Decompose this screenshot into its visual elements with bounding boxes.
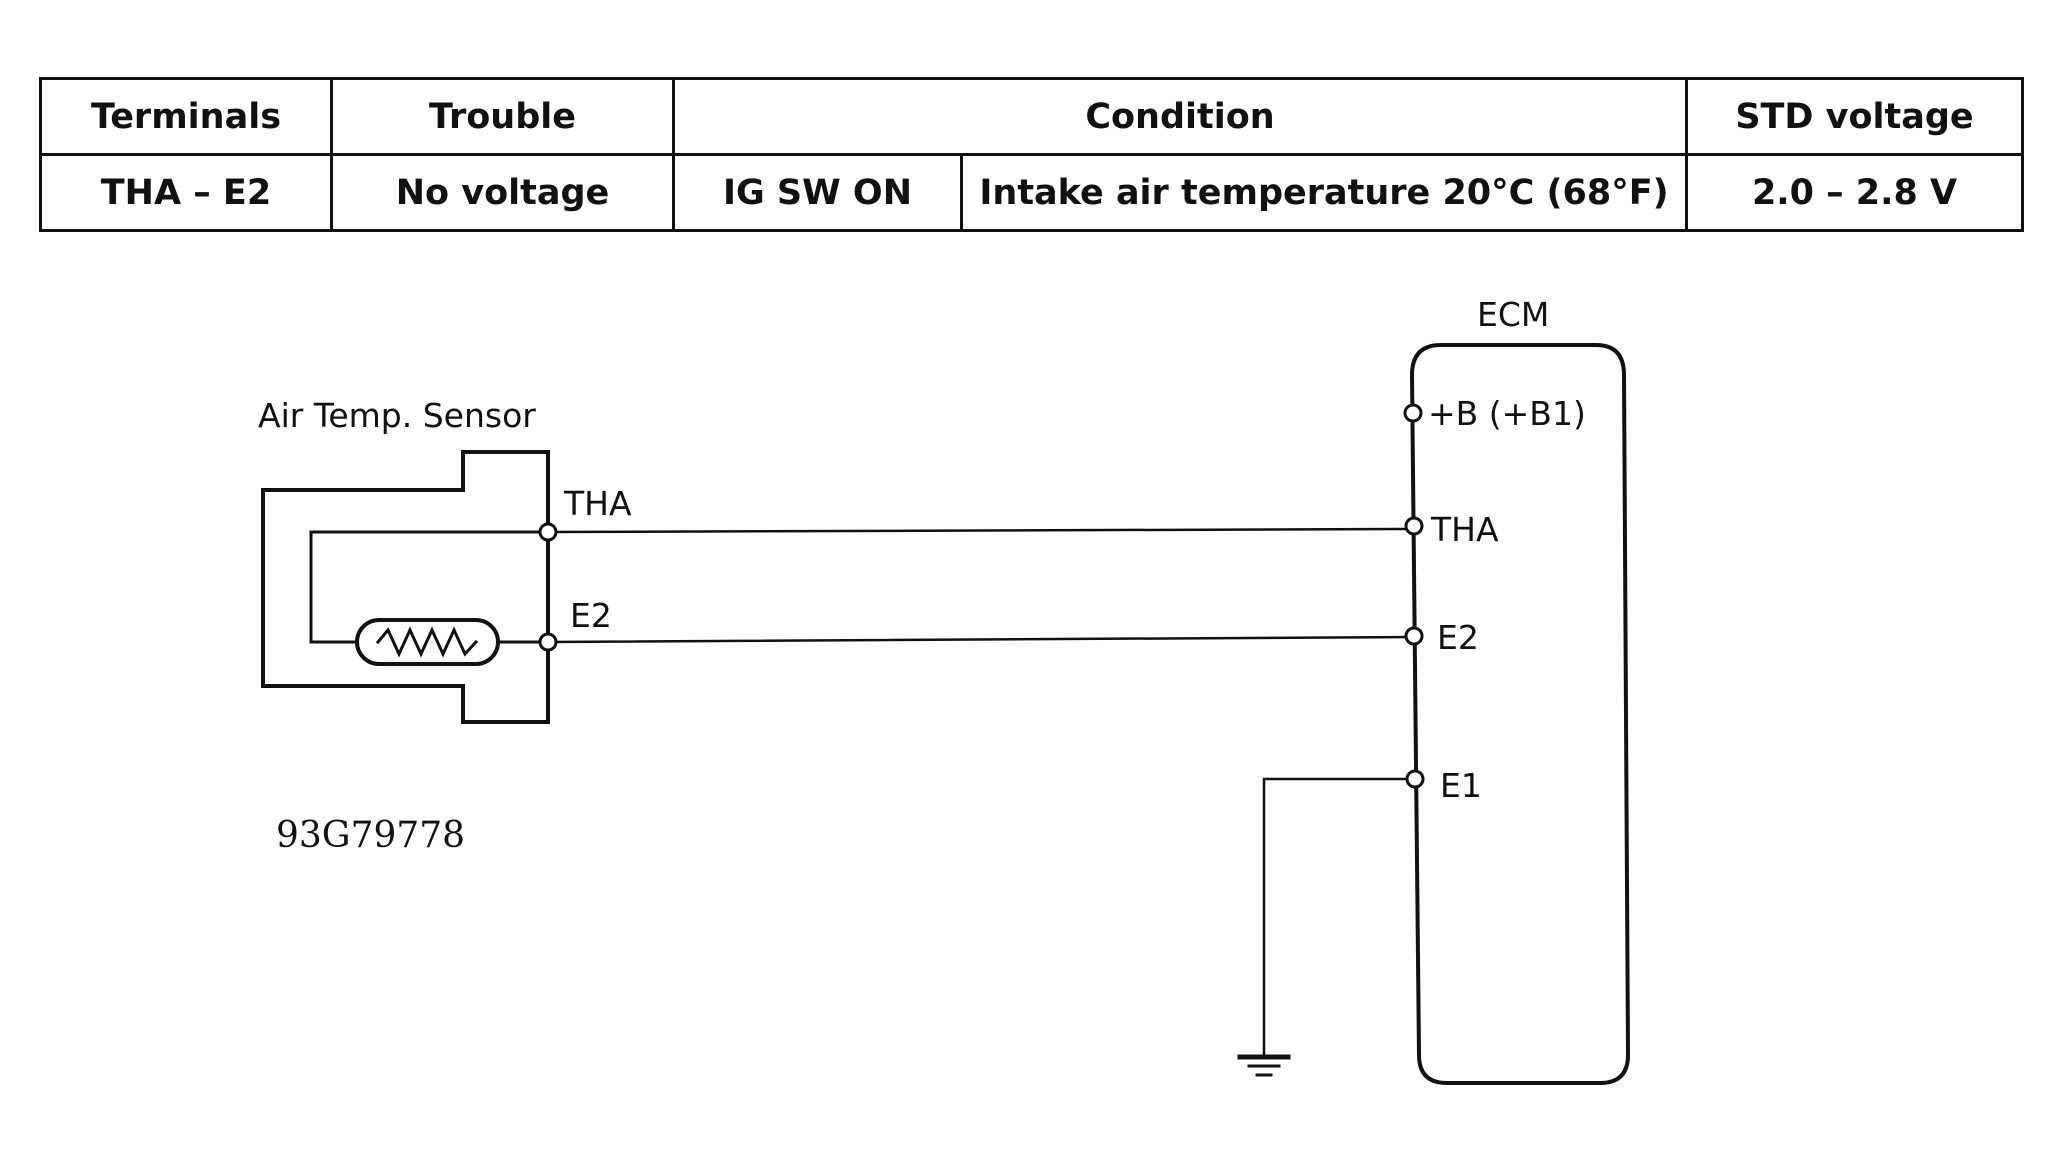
sensor-internal-wire: [309, 530, 550, 644]
ecm-tha-label: THA: [1430, 510, 1499, 549]
ecm-body: [1409, 343, 1631, 1085]
ecm-e1-terminal: [1405, 769, 1425, 789]
wire-tha: [546, 527, 1416, 534]
wire-e2: [546, 635, 1416, 644]
wire-e1-ground: [1262, 777, 1416, 1059]
header-std-voltage: STD voltage: [1685, 77, 2025, 156]
cell-trouble: No voltage: [330, 153, 675, 232]
ecm-e2-terminal: [1404, 626, 1424, 646]
header-condition: Condition: [671, 77, 1689, 156]
ecm-b-label: +B (+B1): [1428, 394, 1586, 433]
cell-condition-detail: Intake air temperature 20°C (68°F): [959, 153, 1689, 232]
header-terminals: Terminals: [39, 77, 333, 156]
ground-icon: [1237, 1054, 1291, 1077]
ecm-e2-label: E2: [1437, 618, 1479, 657]
ecm-tha-terminal: [1404, 516, 1424, 536]
cell-condition-switch: IG SW ON: [672, 153, 963, 232]
sensor-tha-terminal: [538, 522, 558, 542]
sensor-e2-label: E2: [570, 596, 612, 635]
sensor-housing: [261, 450, 550, 724]
sensor-title: Air Temp. Sensor: [258, 396, 536, 435]
figure-id: 93G79778: [276, 815, 465, 856]
thermistor-icon: [355, 618, 500, 666]
sensor-e2-terminal: [538, 632, 558, 652]
header-trouble: Trouble: [330, 77, 675, 156]
ecm-b-terminal: [1403, 403, 1423, 423]
spec-table-row: THA – E2 No voltage IG SW ON Intake air …: [39, 153, 2025, 232]
spec-table-header-row: Terminals Trouble Condition STD voltage: [39, 77, 2025, 156]
cell-std-voltage: 2.0 – 2.8 V: [1685, 153, 2025, 232]
spec-table: Terminals Trouble Condition STD voltage …: [39, 77, 2025, 232]
ecm-title: ECM: [1477, 295, 1549, 334]
cell-terminals: THA – E2: [39, 153, 333, 232]
sensor-tha-label: THA: [563, 484, 632, 523]
ecm-e1-label: E1: [1440, 766, 1482, 805]
thermistor-zigzag: [375, 626, 479, 658]
